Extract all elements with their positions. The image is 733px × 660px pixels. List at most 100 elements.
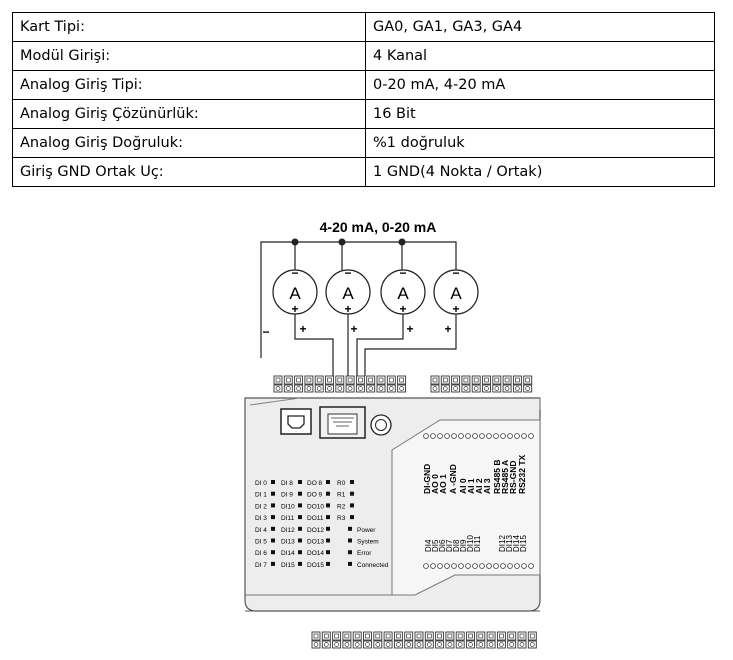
led-label: System xyxy=(357,539,379,546)
terminal-screw xyxy=(517,631,527,649)
led-indicator xyxy=(298,491,302,496)
terminal-label: RS-GND xyxy=(508,460,518,494)
terminal-screw xyxy=(440,375,450,393)
terminal-hole xyxy=(521,433,527,439)
terminal-hole xyxy=(430,563,436,569)
led-indicator xyxy=(350,480,354,484)
terminal-screw xyxy=(466,631,475,649)
terminal-screw xyxy=(486,631,496,649)
led-label: DI14 xyxy=(281,550,295,557)
plus-mark: + xyxy=(350,322,357,336)
spec-label: Analog Giriş Tipi: xyxy=(12,70,366,100)
wiring xyxy=(260,241,457,376)
terminal-hole xyxy=(451,433,457,439)
terminal-screw xyxy=(325,375,334,393)
terminal-label: AI 0 xyxy=(458,478,468,494)
table-row: Giriş GND Ortak Uç: 1 GND(4 Nokta / Orta… xyxy=(12,157,715,187)
led-label: R1 xyxy=(337,492,346,499)
front-terminal-row xyxy=(423,563,534,569)
terminal-hole xyxy=(437,563,443,569)
led-indicator xyxy=(271,480,275,484)
plus-mark: + xyxy=(444,322,451,336)
led-indicator xyxy=(326,561,330,566)
minus-mark: − xyxy=(344,266,351,280)
front-terminal-row xyxy=(423,433,534,439)
terminal-label: RS485 B xyxy=(492,460,502,495)
led-label: DI 8 xyxy=(281,480,293,487)
junction-dots xyxy=(291,238,406,246)
spec-label: Kart Tipi: xyxy=(12,12,366,42)
terminal-label: DI4 xyxy=(424,539,433,552)
ammeter-symbol: A xyxy=(342,284,354,303)
terminal-hole xyxy=(486,563,492,569)
terminal-screw xyxy=(451,375,461,393)
ammeter-symbol: A xyxy=(289,284,301,303)
terminal-label: AI 3 xyxy=(482,478,492,494)
table-row: Modül Girişi: 4 Kanal xyxy=(12,41,715,71)
terminal-hole xyxy=(493,433,499,439)
terminal-screw xyxy=(496,631,506,649)
terminal-label: AO 1 xyxy=(438,474,448,494)
terminal-screw xyxy=(507,631,517,649)
spec-value: 16 Bit xyxy=(365,99,715,129)
ammeter-symbol: A xyxy=(450,284,462,303)
terminal-screw xyxy=(414,631,424,649)
terminal-screw xyxy=(342,631,352,649)
led-label: R0 xyxy=(337,480,346,487)
terminal-hole xyxy=(472,433,478,439)
led-indicator xyxy=(326,538,330,543)
terminal-screw xyxy=(471,375,481,393)
spec-value: 0-20 mA, 4-20 mA xyxy=(365,70,715,100)
led-label: DI 6 xyxy=(255,550,267,557)
led-indicator xyxy=(298,480,302,484)
terminal-screw xyxy=(455,631,465,649)
terminal-hole xyxy=(430,433,436,439)
bottom-terminal-block xyxy=(311,631,537,649)
terminal-label: DI10 xyxy=(466,535,475,552)
led-label: DI 9 xyxy=(281,492,293,499)
led-label: DI 3 xyxy=(255,515,267,522)
signal-label: 4-20 mA, 0-20 mA xyxy=(320,219,437,235)
ammeter: A xyxy=(380,269,426,315)
terminal-screw xyxy=(283,375,293,393)
led-label: DI 0 xyxy=(255,480,267,487)
led-label: DI 7 xyxy=(255,562,267,569)
led-label: DI 2 xyxy=(255,503,267,510)
terminal-hole xyxy=(500,563,506,569)
plus-mark: + xyxy=(344,302,351,316)
spec-label: Giriş GND Ortak Uç: xyxy=(12,157,366,187)
table-row: Analog Giriş Tipi: 0-20 mA, 4-20 mA xyxy=(12,70,715,100)
terminal-label: DI6 xyxy=(438,539,447,552)
led-indicator xyxy=(348,550,352,555)
ammeter: A xyxy=(325,269,371,315)
led-label: DI10 xyxy=(281,503,295,510)
terminal-hole xyxy=(507,433,513,439)
led-indicator xyxy=(298,515,302,520)
terminal-label: DI12 xyxy=(498,535,507,552)
led-label: R3 xyxy=(337,515,346,522)
led-label: DI11 xyxy=(281,515,295,522)
terminal-label: DI15 xyxy=(519,535,528,552)
table-row: Kart Tipi: GA0, GA1, GA3, GA4 xyxy=(12,12,715,42)
terminal-screw xyxy=(321,631,331,649)
spec-label: Modül Girişi: xyxy=(12,41,366,71)
terminal-hole xyxy=(458,433,464,439)
led-indicator xyxy=(298,561,302,566)
led-indicator xyxy=(271,550,275,555)
spec-value: GA0, GA1, GA3, GA4 xyxy=(365,12,715,42)
junction-dot xyxy=(291,238,299,246)
terminal-screw xyxy=(461,375,471,393)
terminal-hole xyxy=(423,563,429,569)
terminal-screw xyxy=(512,375,522,393)
ammeter: A xyxy=(433,269,479,315)
ammeters: A A A A xyxy=(272,269,479,315)
junction-dot xyxy=(338,238,346,246)
terminal-screw xyxy=(335,375,345,393)
terminal-screw xyxy=(523,375,533,393)
terminal-screw xyxy=(404,631,414,649)
terminal-screw xyxy=(527,631,537,649)
spec-table: Kart Tipi: GA0, GA1, GA3, GA4 Modül Giri… xyxy=(12,12,715,187)
wiring-diagram: 4-20 mA, 0-20 mA A A A A − xyxy=(244,219,541,649)
